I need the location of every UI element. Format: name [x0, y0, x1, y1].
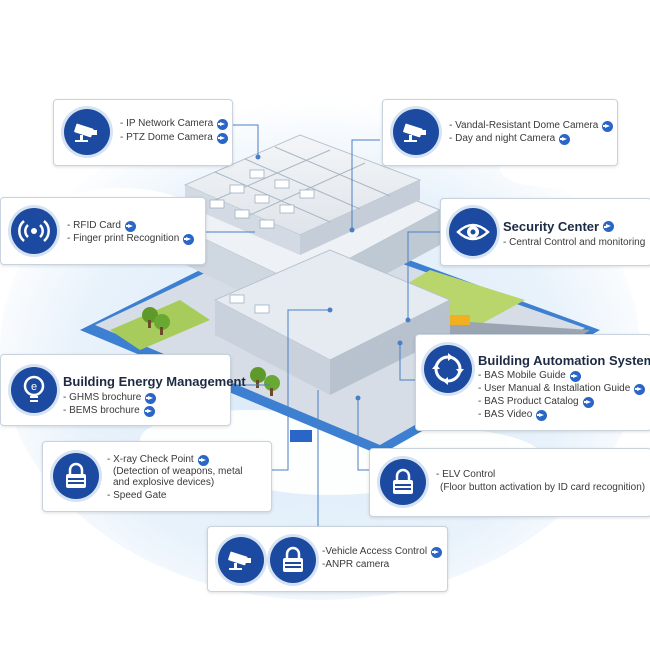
arrow-icon[interactable] — [569, 370, 581, 382]
xray-devices-text: and explosive devices) — [113, 477, 215, 488]
arrow-icon[interactable] — [216, 132, 228, 144]
arrow-icon[interactable] — [143, 405, 155, 417]
energy-management-card[interactable]: e Building Energy Management - GHMS broc… — [0, 354, 246, 426]
dome-camera-card[interactable]: - Vandal-Resistant Dome Camera - Day and… — [382, 99, 618, 166]
ghms-brochure-link[interactable]: - GHMS brochure — [63, 392, 142, 403]
rfid-signal-icon — [11, 208, 57, 254]
user-manual-link[interactable]: - User Manual & Installation Guide — [478, 383, 631, 394]
arrow-icon[interactable] — [183, 233, 195, 245]
cctv-camera-icon — [64, 109, 110, 155]
rfid-card[interactable]: - RFID Card - Finger print Recognition — [0, 197, 206, 265]
arrow-icon[interactable] — [217, 118, 229, 130]
rfid-card-link[interactable]: - RFID Card — [67, 220, 121, 231]
svg-text:e: e — [31, 381, 37, 393]
eye-icon — [449, 208, 497, 256]
security-center-title[interactable]: Security Center — [503, 219, 600, 234]
central-control-text: - Central Control and monitoring — [503, 237, 646, 248]
arrow-icon[interactable] — [431, 546, 443, 558]
ptz-dome-camera-link[interactable]: - PTZ Dome Camera — [120, 132, 213, 143]
bas-video-link[interactable]: - BAS Video — [478, 409, 533, 420]
bas-mobile-guide-link[interactable]: - BAS Mobile Guide — [478, 370, 566, 381]
xray-checkpoint-card[interactable]: - X-ray Check Point (Detection of weapon… — [42, 441, 272, 512]
xray-detection-text: (Detection of weapons, metal — [113, 466, 243, 477]
day-night-camera-link[interactable]: - Day and night Camera — [449, 133, 556, 144]
arrow-icon[interactable] — [559, 133, 571, 145]
arrow-icon[interactable] — [124, 220, 136, 232]
fingerprint-recognition-link[interactable]: - Finger print Recognition — [67, 233, 180, 244]
xray-checkpoint-link[interactable]: - X-ray Check Point — [107, 454, 194, 465]
anpr-camera-text[interactable]: -ANPR camera — [322, 559, 390, 570]
vehicle-access-control-link[interactable]: -Vehicle Access Control — [322, 546, 428, 557]
padlock-icon — [270, 537, 316, 583]
cctv-camera-icon — [218, 537, 264, 583]
arrow-icon[interactable] — [536, 409, 548, 421]
vehicle-access-card[interactable]: -Vehicle Access Control -ANPR camera — [207, 526, 448, 592]
arrow-icon[interactable] — [582, 396, 594, 408]
elv-control-card[interactable]: - ELV Control (Floor button activation b… — [369, 448, 650, 517]
bas-title: Building Automation System — [478, 353, 650, 368]
arrow-icon[interactable] — [145, 392, 157, 404]
elv-control-text[interactable]: - ELV Control — [436, 469, 496, 480]
arrow-icon[interactable] — [603, 221, 615, 232]
vandal-resistant-dome-camera-link[interactable]: - Vandal-Resistant Dome Camera — [449, 120, 599, 131]
ip-network-camera-link[interactable]: - IP Network Camera — [120, 118, 214, 129]
security-center-card[interactable]: Security Center - Central Control and mo… — [440, 198, 650, 266]
cycle-arrows-icon — [424, 345, 472, 393]
bas-product-catalog-link[interactable]: - BAS Product Catalog — [478, 396, 579, 407]
padlock-icon — [380, 459, 426, 505]
bems-brochure-link[interactable]: - BEMS brochure — [63, 405, 140, 416]
elv-floor-button-text: (Floor button activation by ID card reco… — [440, 482, 646, 493]
arrow-icon[interactable] — [634, 383, 646, 395]
energy-management-title: Building Energy Management — [63, 374, 246, 389]
padlock-icon — [53, 453, 99, 499]
cctv-camera-icon — [393, 109, 439, 155]
speed-gate-text[interactable]: - Speed Gate — [107, 490, 167, 501]
arrow-icon[interactable] — [602, 120, 614, 132]
building-automation-card[interactable]: Building Automation System - BAS Mobile … — [415, 334, 650, 431]
lightbulb-icon: e — [11, 367, 57, 413]
arrow-icon[interactable] — [197, 454, 209, 466]
ip-camera-card[interactable]: - IP Network Camera - PTZ Dome Camera — [53, 99, 233, 166]
